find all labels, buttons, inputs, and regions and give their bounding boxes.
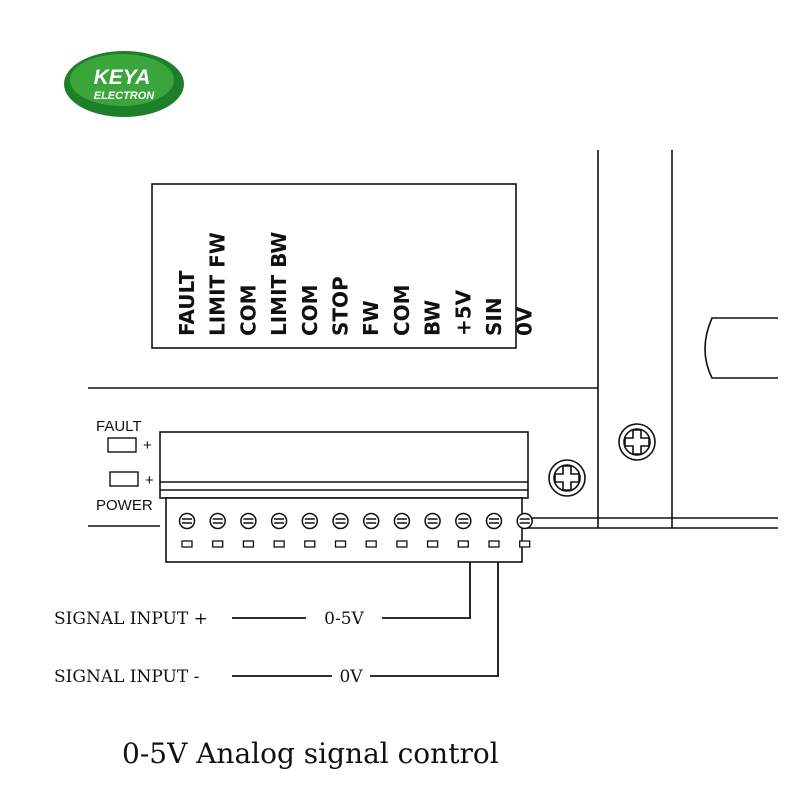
terminal-label: FW: [359, 300, 383, 336]
terminal-screw: [424, 512, 441, 548]
terminal-screw: [393, 512, 411, 548]
terminal-screw: [362, 512, 380, 548]
terminal-label: 0V: [513, 306, 537, 336]
signal-input-plus-label: SIGNAL INPUT +: [54, 609, 208, 629]
power-label: POWER: [96, 497, 153, 514]
terminal-label: COM: [236, 284, 260, 336]
terminal-block-base: [165, 497, 523, 563]
mounting-screw-2: [548, 459, 586, 497]
signal-input-minus-value: 0V: [339, 667, 363, 687]
diagram-caption: 0-5V Analog signal control: [122, 737, 499, 770]
terminal-screw: [301, 512, 319, 548]
terminal-label: BW: [421, 300, 445, 336]
fault-label: FAULT: [96, 418, 142, 435]
power-indicator: + POWER: [96, 471, 154, 514]
terminal-screw: [516, 512, 533, 548]
terminal-label: +5V: [451, 289, 475, 336]
logo-inner-ellipse: [70, 54, 174, 106]
terminal-label: COM: [298, 284, 322, 336]
terminal-label: COM: [390, 284, 414, 336]
terminal-screw: [178, 512, 196, 548]
signal-input-minus-label: SIGNAL INPUT -: [54, 667, 199, 687]
terminal-screw: [270, 512, 288, 548]
terminal-block-body: [159, 431, 529, 499]
logo-text-electron: ELECTRON: [94, 90, 156, 102]
terminal-screw: [455, 512, 472, 548]
terminal-screw: [485, 512, 503, 548]
power-led: [109, 471, 139, 487]
terminal-label: FAULT: [175, 270, 199, 336]
housing-notch: [704, 317, 778, 379]
terminal-label: LIMIT FW: [206, 232, 230, 336]
terminal-label: STOP: [329, 276, 353, 336]
terminal-label: SIN: [482, 297, 506, 336]
terminal-screw: [332, 512, 349, 548]
terminal-screw: [240, 512, 257, 548]
signal-input-plus-value: 0-5V: [324, 609, 364, 629]
controller-housing: [88, 150, 778, 529]
fault-indicator: FAULT +: [96, 418, 152, 454]
minus-wire-right: [370, 562, 499, 677]
signal-wires: [232, 562, 499, 677]
fault-led: [107, 437, 137, 453]
terminal-label: LIMIT BW: [267, 232, 291, 336]
terminal-block: [159, 431, 529, 563]
terminal-screws: [178, 512, 533, 548]
power-plus: +: [145, 472, 154, 489]
keya-logo: KEYA ELECTRON: [64, 51, 184, 117]
mounting-screw-1: [618, 423, 656, 461]
terminal-label-panel: [151, 183, 517, 349]
terminal-screw: [209, 512, 226, 548]
plus-wire-right: [382, 562, 471, 619]
logo-text-keya: KEYA: [94, 66, 151, 89]
fault-plus: +: [143, 437, 152, 454]
